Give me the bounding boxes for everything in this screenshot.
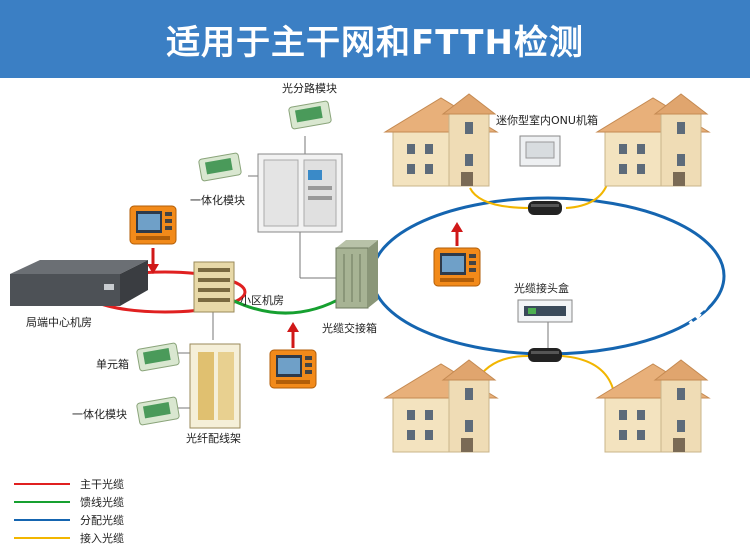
- label-unit-box: 单元箱: [96, 357, 129, 371]
- legend: 主干光缆 馈线光缆 分配光缆 接入光缆: [14, 477, 124, 545]
- distribution-cable-dashed: [688, 236, 717, 326]
- label-central-office: 局端中心机房: [26, 315, 92, 329]
- legend-label-drop: 接入光缆: [80, 531, 124, 545]
- house-top-right: [596, 93, 710, 187]
- splitter-cabinet: [257, 153, 343, 233]
- label-splitter-module: 光分路模块: [282, 81, 337, 95]
- label-onu-box: 迷你型室内ONU机箱: [496, 113, 598, 127]
- network-diagram: 光分路模块 一体化模块 局端中心机房 小区机房 光缆交接箱 迷你型室内ONU机箱…: [10, 81, 726, 545]
- splitter-module-icon: [287, 100, 333, 130]
- otdr-device-feeder: [269, 349, 317, 389]
- label-odf: 光纤配线架: [186, 431, 241, 445]
- label-integrated-module-top: 一体化模块: [190, 193, 245, 207]
- legend-label-feeder: 馈线光缆: [80, 495, 124, 509]
- central-office-server: [10, 260, 148, 306]
- arrow-to-feeder: [287, 322, 299, 332]
- otdr-device-trunk: [129, 205, 177, 245]
- house-bottom-left: [384, 359, 498, 453]
- community-room-cabinet: [193, 261, 235, 313]
- splice-closure-top: [528, 201, 562, 215]
- legend-label-distribution: 分配光缆: [80, 513, 124, 527]
- drop-cable-2: [565, 181, 609, 209]
- arrow-to-distribution: [451, 222, 463, 232]
- label-community-room: 小区机房: [240, 293, 284, 307]
- page-title: 适用于主干网和FTTH检测: [166, 22, 584, 63]
- house-bottom-right: [596, 359, 710, 453]
- label-integrated-module-bottom: 一体化模块: [72, 407, 127, 421]
- feeder-cable: [231, 294, 346, 315]
- unit-box-icon: [135, 342, 181, 372]
- house-top-left: [384, 93, 498, 187]
- integrated-module-icon-top: [197, 152, 243, 182]
- label-cross-connect-box: 光缆交接箱: [322, 321, 377, 335]
- splice-closure-detail: [517, 299, 573, 323]
- splice-closure-bottom: [528, 348, 562, 362]
- onu-box: [519, 135, 561, 167]
- title-banner: 适用于主干网和FTTH检测: [0, 0, 750, 78]
- integrated-module-icon-bottom: [135, 396, 181, 426]
- odf-rack: [189, 343, 241, 429]
- cross-connect-cabinet: [335, 240, 378, 309]
- drop-cable-1: [469, 187, 531, 209]
- label-splice-closure: 光缆接头盒: [514, 281, 569, 295]
- otdr-device-distribution: [433, 247, 481, 287]
- legend-label-trunk: 主干光缆: [80, 477, 124, 491]
